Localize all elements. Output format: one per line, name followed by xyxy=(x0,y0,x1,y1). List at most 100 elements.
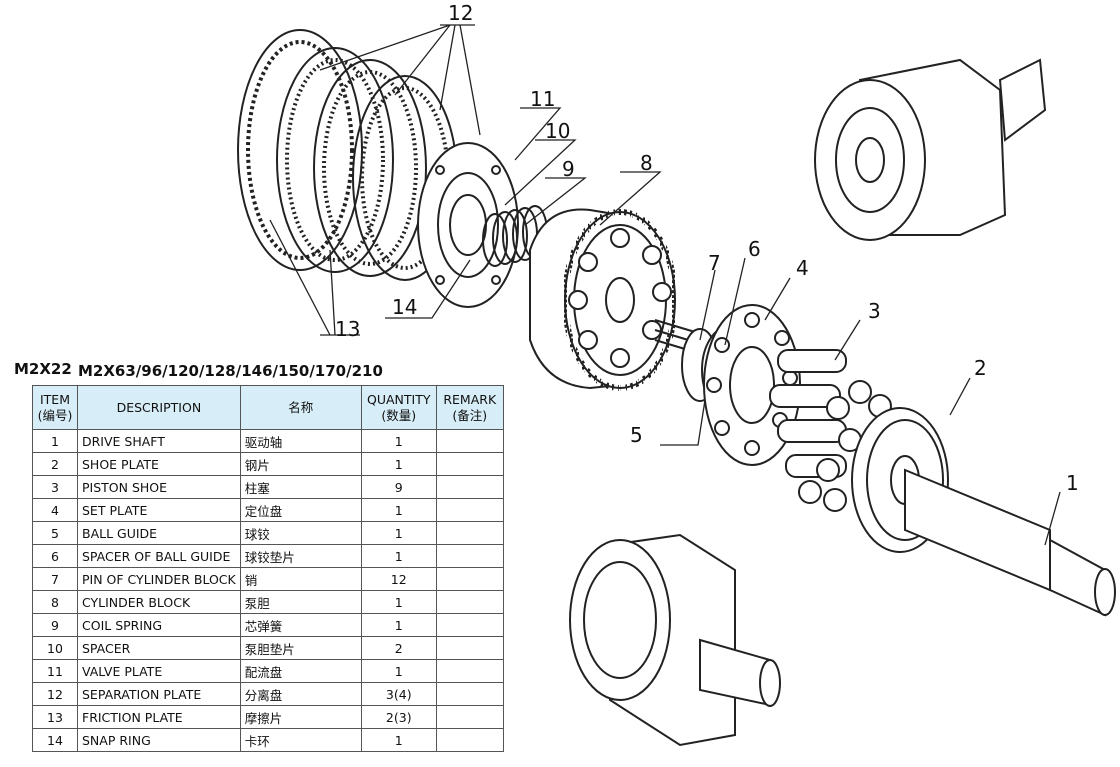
cell-quantity: 1 xyxy=(360,521,437,545)
cell-chinese-name: 卡环 xyxy=(239,728,362,752)
cell-quantity: 1 xyxy=(360,452,437,476)
cell-chinese-name: 钢片 xyxy=(239,452,362,476)
callout-4: 4 xyxy=(796,256,809,280)
cell-description: SNAP RING xyxy=(77,728,241,752)
cell-item: 4 xyxy=(32,498,78,522)
cell-chinese-name: 配流盘 xyxy=(239,659,362,683)
cell-chinese-name: 球铰 xyxy=(239,521,362,545)
cell-quantity: 1 xyxy=(360,544,437,568)
cell-item: 11 xyxy=(32,659,78,683)
leader-lines xyxy=(269,24,1061,546)
callout-9: 9 xyxy=(562,157,575,181)
valve-plate xyxy=(417,142,519,308)
cell-chinese-name: 泵胆垫片 xyxy=(239,636,362,660)
callout-12: 12 xyxy=(448,1,473,25)
cylinder-block xyxy=(529,208,678,391)
callout-13: 13 xyxy=(335,317,360,341)
cell-item: 12 xyxy=(32,682,78,706)
cell-quantity: 1 xyxy=(360,498,437,522)
cell-item: 1 xyxy=(32,429,78,453)
callout-5: 5 xyxy=(630,423,643,447)
callout-3: 3 xyxy=(868,299,881,323)
cell-item: 10 xyxy=(32,636,78,660)
cell-quantity: 1 xyxy=(360,590,437,614)
cell-description: BALL GUIDE xyxy=(77,521,241,545)
cell-chinese-name: 柱塞 xyxy=(239,475,362,499)
callout-10: 10 xyxy=(545,119,570,143)
model-heading-right: M2X63/96/120/128/146/150/170/210 xyxy=(78,362,383,380)
parts-table: ITEM(编号) DESCRIPTION 名称 QUANTITY(数量) REM… xyxy=(32,385,504,752)
cell-description: COIL SPRING xyxy=(77,613,241,637)
cell-description: SHOE PLATE xyxy=(77,452,241,476)
cell-chinese-name: 销 xyxy=(239,567,362,591)
cell-chinese-name: 芯弹簧 xyxy=(239,613,362,637)
cell-item: 6 xyxy=(32,544,78,568)
cell-item: 9 xyxy=(32,613,78,637)
cell-description: SEPARATION PLATE xyxy=(77,682,241,706)
callout-11: 11 xyxy=(530,87,555,111)
set-plate xyxy=(703,304,801,466)
cell-description: FRICTION PLATE xyxy=(77,705,241,729)
cell-description: SPACER xyxy=(77,636,241,660)
cell-quantity: 1 xyxy=(360,728,437,752)
cell-remark xyxy=(435,498,504,522)
cell-chinese-name: 定位盘 xyxy=(239,498,362,522)
cell-item: 14 xyxy=(32,728,78,752)
cell-quantity: 12 xyxy=(360,567,437,591)
callout-2: 2 xyxy=(974,356,987,380)
header-quantity: QUANTITY(数量) xyxy=(360,385,437,430)
callout-7: 7 xyxy=(708,251,721,275)
cell-item: 13 xyxy=(32,705,78,729)
cell-item: 8 xyxy=(32,590,78,614)
cell-remark xyxy=(435,567,504,591)
cell-description: DRIVE SHAFT xyxy=(77,429,241,453)
cell-chinese-name: 球铰垫片 xyxy=(239,544,362,568)
cell-description: VALVE PLATE xyxy=(77,659,241,683)
cell-remark xyxy=(435,613,504,637)
cell-quantity: 1 xyxy=(360,613,437,637)
cell-item: 3 xyxy=(32,475,78,499)
model-heading-left: M2X22 xyxy=(14,360,72,378)
cell-chinese-name: 分离盘 xyxy=(239,682,362,706)
cell-description: SPACER OF BALL GUIDE xyxy=(77,544,241,568)
cell-remark xyxy=(435,475,504,499)
assembled-motor-bottom xyxy=(569,533,781,747)
header-description: DESCRIPTION xyxy=(77,385,241,430)
header-chinese-name: 名称 xyxy=(239,385,362,430)
callout-8: 8 xyxy=(640,151,653,175)
callout-numbers: 12 11 10 9 8 14 13 7 6 4 3 2 5 1 xyxy=(335,1,1079,495)
drive-shaft xyxy=(904,468,1116,617)
cell-quantity: 2(3) xyxy=(360,705,437,729)
pistons xyxy=(769,349,892,512)
cell-quantity: 3(4) xyxy=(360,682,437,706)
cell-remark xyxy=(435,636,504,660)
callout-14: 14 xyxy=(392,295,417,319)
cell-remark xyxy=(435,659,504,683)
cell-remark xyxy=(435,452,504,476)
assembled-motor-top xyxy=(814,58,1047,241)
cell-item: 5 xyxy=(32,521,78,545)
cell-remark xyxy=(435,429,504,453)
cell-quantity: 9 xyxy=(360,475,437,499)
header-remark: REMARK(备注) xyxy=(435,385,504,430)
cell-remark xyxy=(435,544,504,568)
callout-1: 1 xyxy=(1066,471,1079,495)
cell-quantity: 1 xyxy=(360,429,437,453)
cell-chinese-name: 摩擦片 xyxy=(239,705,362,729)
cell-chinese-name: 泵胆 xyxy=(239,590,362,614)
cell-description: CYLINDER BLOCK xyxy=(77,590,241,614)
